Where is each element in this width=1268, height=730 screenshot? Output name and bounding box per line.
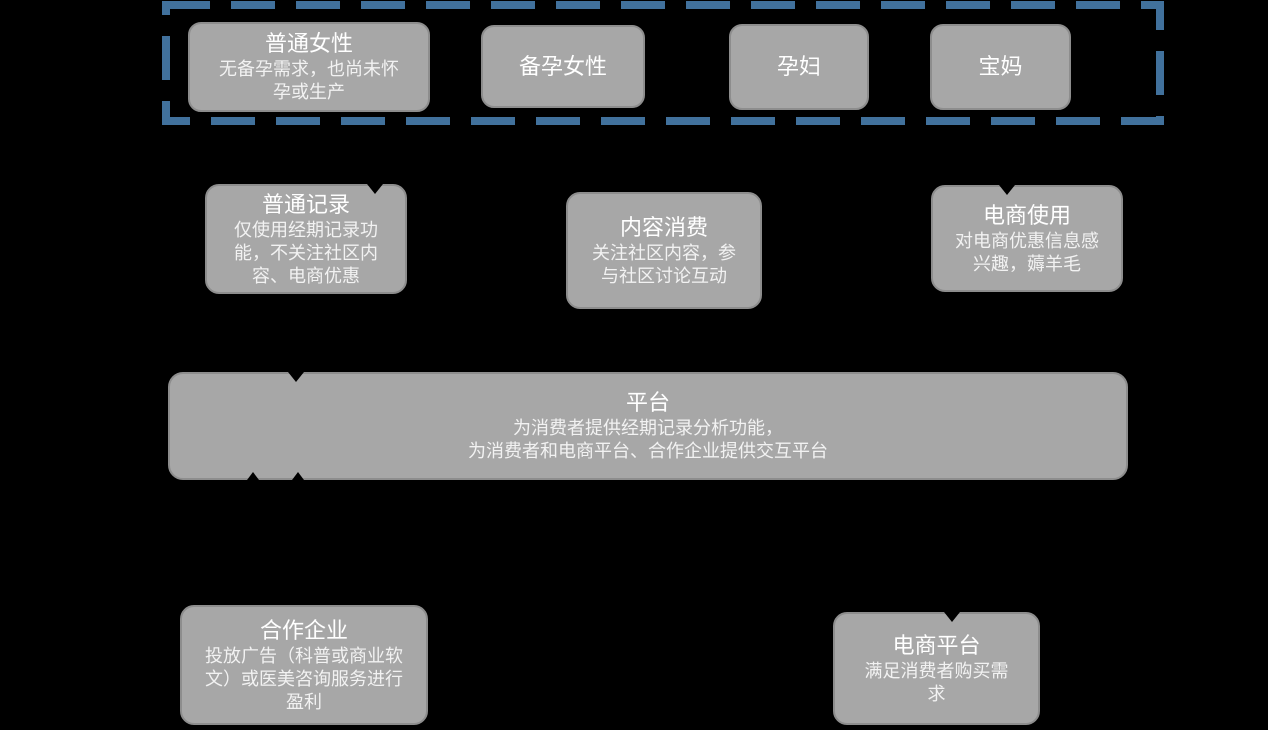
box-ecommerce-usage: 电商使用 对电商优惠信息感兴趣，薅羊毛 — [931, 185, 1123, 292]
box-title: 电商平台 — [892, 632, 981, 658]
box-ecommerce-platform: 电商平台 满足消费者购买需求 — [833, 612, 1040, 725]
box-pregnant-women: 孕妇 — [729, 24, 869, 110]
arrowhead-notch — [944, 612, 960, 622]
box-partner-companies: 合作企业 投放广告（科普或商业软文）或医美咨询服务进行盈利 — [180, 605, 428, 725]
arrowhead-notch — [999, 185, 1015, 195]
box-title: 宝妈 — [978, 54, 1023, 79]
box-title: 电商使用 — [982, 202, 1071, 228]
box-subtitle-line: 为消费者提供经期记录分析功能， — [513, 418, 783, 438]
box-subtitle: 满足消费者购买需求 — [864, 660, 1009, 704]
box-title: 普通记录 — [261, 191, 350, 217]
box-preparing-pregnancy-women: 备孕女性 — [481, 25, 645, 108]
arrowtail-notch — [292, 472, 304, 480]
box-subtitle: 投放广告（科普或商业软文）或医美咨询服务进行盈利 — [205, 645, 403, 712]
box-subtitle: 无备孕需求，也尚未怀孕或生产 — [219, 59, 399, 102]
consumer-groups-dashed-frame — [162, 1, 1164, 125]
box-basic-recording: 普通记录 仅使用经期记录功能，不关注社区内容、电商优惠 — [205, 184, 407, 294]
box-platform: 平台 为消费者提供经期记录分析功能， 为消费者和电商平台、合作企业提供交互平台 — [168, 372, 1128, 480]
box-subtitle-line: 为消费者和电商平台、合作企业提供交互平台 — [468, 441, 828, 461]
arrowtail-notch — [247, 472, 259, 480]
box-title: 合作企业 — [259, 617, 348, 643]
arrowhead-notch — [367, 184, 383, 194]
arrowhead-notch — [288, 372, 304, 382]
box-subtitle: 关注社区内容，参与社区讨论互动 — [592, 242, 736, 286]
box-title: 孕妇 — [776, 54, 821, 79]
box-subtitle: 对电商优惠信息感兴趣，薅羊毛 — [955, 230, 1099, 274]
box-title: 平台 — [625, 390, 670, 415]
box-content-consumption: 内容消费 关注社区内容，参与社区讨论互动 — [566, 192, 762, 309]
box-title: 内容消费 — [619, 214, 708, 240]
box-new-moms: 宝妈 — [930, 24, 1071, 110]
box-subtitle: 仅使用经期记录功能，不关注社区内容、电商优惠 — [234, 219, 378, 286]
box-title: 普通女性 — [264, 31, 353, 56]
box-ordinary-women: 普通女性 无备孕需求，也尚未怀孕或生产 — [188, 22, 430, 112]
box-title: 备孕女性 — [518, 53, 607, 79]
